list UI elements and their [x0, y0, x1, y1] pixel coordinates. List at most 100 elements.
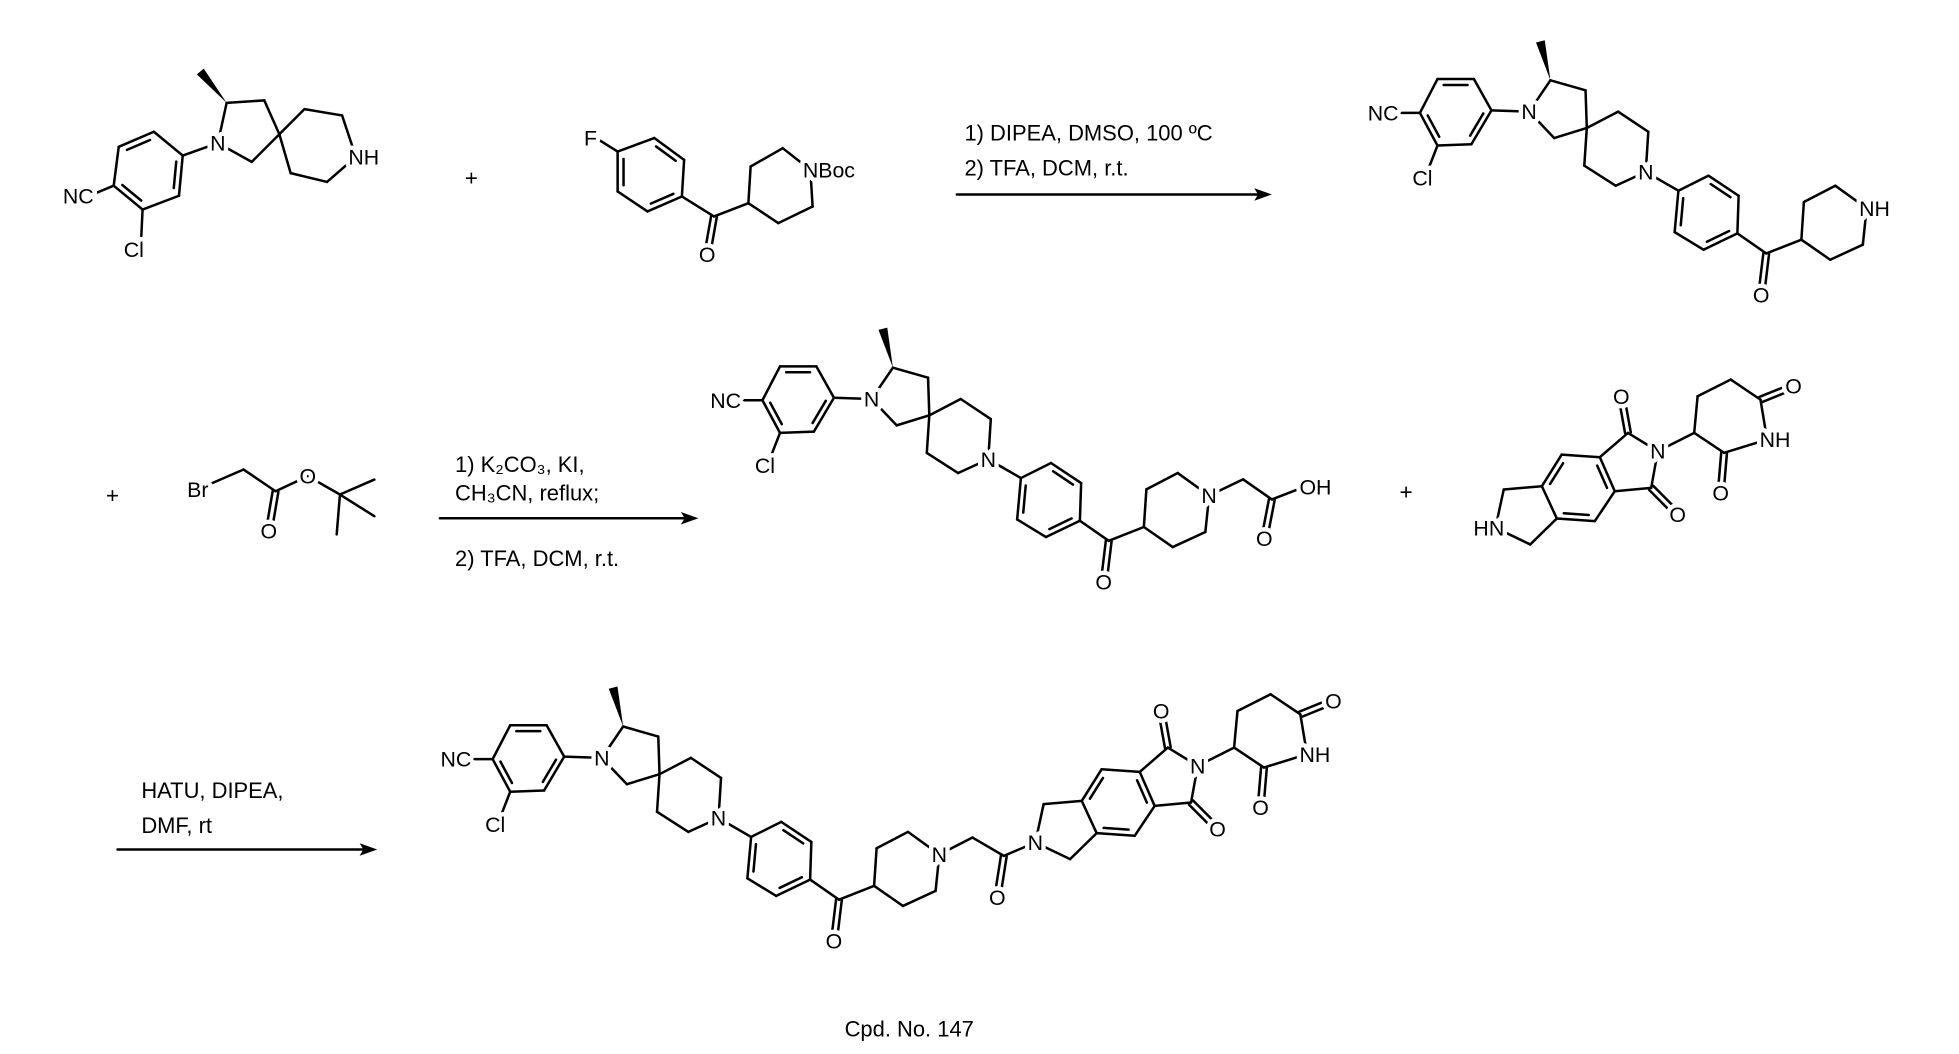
bond: [1804, 186, 1835, 202]
atom-label-n: N: [711, 807, 726, 831]
bond: [179, 156, 183, 196]
bond: [1097, 833, 1135, 836]
bond: [1135, 806, 1155, 836]
bond: [657, 812, 688, 832]
atom-label-n: N: [1521, 100, 1536, 124]
bond: [682, 196, 714, 216]
atom-label-o: O: [1325, 689, 1342, 713]
bond: [816, 366, 834, 397]
bond: [1109, 527, 1144, 541]
atom-label-nh: NH: [1859, 197, 1890, 221]
bond: [1017, 478, 1021, 519]
bond: [747, 878, 776, 896]
atom-label-o: O: [1153, 699, 1170, 723]
reaction-arrow-step1: [957, 188, 1272, 201]
double-bond-inner: [813, 401, 826, 423]
bond: [1678, 176, 1708, 191]
double-bond-inner: [500, 762, 512, 783]
bond: [1554, 128, 1587, 138]
bond: [340, 495, 374, 517]
bond: [771, 433, 780, 456]
atom-label-o: O: [826, 930, 843, 954]
bond: [747, 837, 751, 878]
atom-label-n: N: [1650, 440, 1665, 464]
bond: [1082, 801, 1097, 833]
bond: [1557, 518, 1595, 521]
double-bond-inner: [1053, 471, 1073, 484]
wedge-bond: [1536, 40, 1550, 80]
bond: [1584, 166, 1615, 186]
bond: [1017, 519, 1046, 537]
step2-condition-2: CH₃CN, reflux;: [455, 481, 599, 506]
bond: [1146, 473, 1177, 489]
bond: [493, 725, 511, 759]
bond: [1530, 518, 1557, 544]
bond: [1586, 90, 1587, 128]
plus-sign-step2-right: +: [1400, 479, 1413, 504]
bond: [1140, 748, 1168, 772]
bond: [1144, 527, 1173, 547]
bond: [252, 134, 280, 162]
bond: [762, 366, 780, 400]
bond: [598, 139, 618, 151]
bond: [1737, 233, 1766, 253]
bond: [1731, 380, 1761, 400]
atom-label-o: O: [300, 465, 317, 489]
bond: [1080, 483, 1081, 521]
starting-material-boc-piperidine: F O NBoc: [584, 127, 855, 268]
atom-label-nboc: NBoc: [803, 158, 855, 182]
double-bond-inner: [122, 185, 141, 201]
double-bond-inner: [753, 844, 755, 871]
bond: [1070, 833, 1097, 859]
bond: [1080, 521, 1109, 541]
bond: [340, 480, 374, 495]
reagent-tert-butyl-bromoacetate: BrOO: [187, 465, 374, 544]
bond: [1615, 488, 1651, 491]
bond: [1675, 191, 1679, 232]
starting-material-spiroamine: NCClNNH: [63, 69, 379, 263]
bond: [510, 791, 544, 792]
atom-label-n: N: [1638, 160, 1653, 184]
bond: [627, 774, 660, 784]
wedge-bond: [197, 69, 227, 103]
step3-condition-2: DMF, rt: [141, 813, 212, 838]
bond: [1618, 112, 1648, 132]
bond: [304, 109, 342, 115]
atom-label-n: N: [864, 388, 879, 412]
bond: [547, 725, 565, 756]
atom-label-o: O: [699, 243, 716, 267]
atom-label-n: N: [1190, 754, 1205, 778]
bond: [227, 100, 265, 103]
bond: [714, 203, 748, 216]
atom-label-cl: Cl: [124, 238, 144, 262]
atom-label-o: O: [1095, 571, 1112, 595]
bond: [1437, 144, 1471, 145]
atom-label-o: O: [1712, 481, 1729, 505]
atom-label-nh: NH: [1299, 743, 1330, 767]
bond: [1429, 146, 1438, 169]
double-bond-inner: [1681, 198, 1683, 225]
bond: [1021, 463, 1051, 478]
bond: [1801, 202, 1804, 240]
double-bond-inner: [1564, 513, 1589, 515]
bond: [279, 109, 304, 134]
step2-condition-3: 2) TFA, DCM, r.t.: [455, 546, 619, 571]
bond: [928, 378, 929, 416]
atom-label-nh: NH: [1760, 428, 1791, 452]
bond: [1237, 694, 1270, 711]
bond: [1698, 380, 1731, 397]
bond: [618, 191, 648, 211]
bond: [1766, 240, 1801, 254]
bond: [1155, 803, 1191, 806]
bond: [1234, 711, 1237, 748]
wedge-bond: [609, 686, 623, 726]
bond: [1550, 80, 1585, 90]
atom-label-n: N: [1028, 831, 1043, 855]
bond: [748, 203, 778, 223]
double-bond-inner: [1470, 113, 1483, 135]
bond: [141, 210, 142, 236]
bond: [1542, 486, 1557, 518]
double-bond-inner: [1550, 463, 1563, 484]
atom-label-f: F: [584, 127, 597, 151]
